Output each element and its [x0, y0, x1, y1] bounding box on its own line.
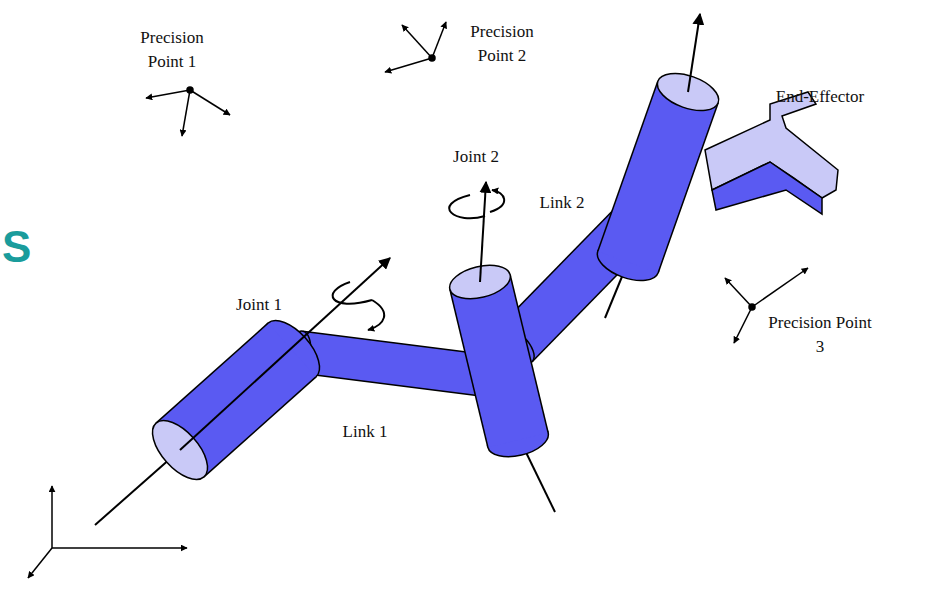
frame-axis	[146, 90, 190, 98]
frame-axis	[725, 278, 752, 307]
cylinder-edge	[450, 289, 488, 447]
frame-axis	[182, 90, 190, 136]
cylinder-edge	[658, 103, 718, 273]
end-effector-side	[712, 162, 822, 214]
frame-axis	[402, 25, 432, 58]
part-label: Link 2	[522, 191, 602, 215]
cut-heading-letter: S	[2, 222, 31, 272]
rotation-arrow	[449, 195, 485, 218]
frame-axis	[190, 90, 230, 115]
frame-axis	[28, 548, 52, 578]
joint1-axis	[180, 258, 390, 450]
frame-axis	[51, 486, 53, 548]
part-label: Joint 1	[219, 293, 299, 317]
part-label: Link 1	[325, 420, 405, 444]
robot-arm	[143, 66, 838, 489]
cylinder-edge	[156, 323, 268, 423]
coordinate-frames	[28, 22, 808, 578]
part-label: Precision Point 3	[765, 311, 875, 359]
part-label: Joint 2	[431, 145, 521, 169]
frame-axis	[385, 58, 432, 72]
part-label: Precision Point 1	[122, 26, 222, 74]
rotation-arrow	[490, 190, 504, 212]
cylinder-edge	[510, 275, 548, 433]
frame-axis	[752, 268, 808, 307]
cylinder-body	[450, 275, 548, 447]
cylinder-edge	[598, 81, 658, 251]
rotation-arrow	[368, 300, 384, 330]
cylinder-edge	[204, 377, 316, 477]
frame-axis	[52, 547, 187, 549]
rotation-arrow	[333, 282, 372, 304]
part-label: Precision Point 2	[452, 20, 552, 68]
part-label: End-Effector	[755, 85, 885, 109]
joint-axes-front	[180, 14, 700, 450]
frame-axis	[734, 307, 752, 343]
joint2-axis	[480, 182, 486, 282]
joint3-axis	[688, 14, 700, 92]
frame-axis	[432, 22, 446, 58]
joint-3	[592, 66, 723, 287]
joint-2	[446, 260, 552, 463]
